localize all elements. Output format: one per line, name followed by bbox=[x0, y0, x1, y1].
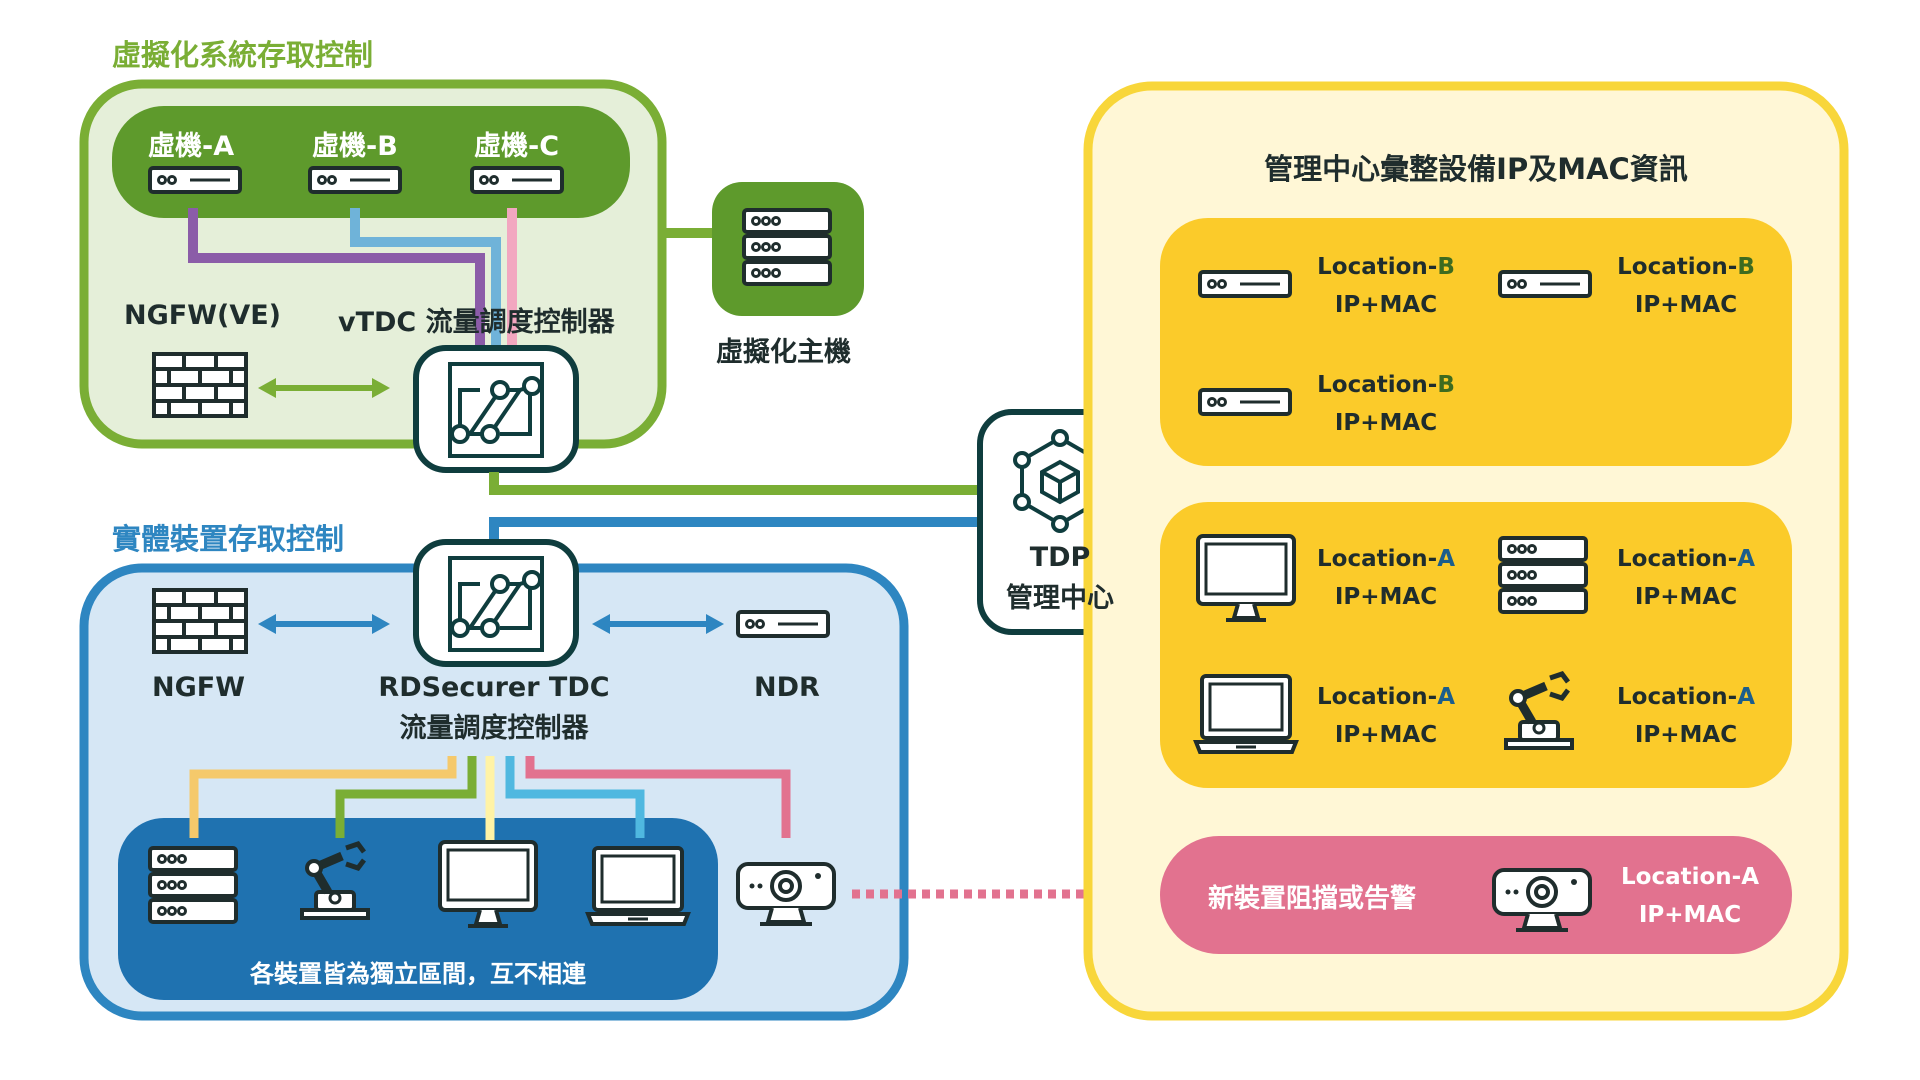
tdp-title: TDP bbox=[1029, 542, 1091, 573]
tdc-label-line2: 流量調度控制器 bbox=[399, 713, 589, 744]
location-a-card-3: Location-A IP+MAC bbox=[1316, 684, 1456, 748]
virtualization-host-label: 虛擬化主機 bbox=[716, 337, 851, 368]
ngfw-ve-firewall-icon bbox=[152, 352, 248, 418]
ndr-label: NDR bbox=[754, 672, 820, 703]
tdc-ndr-arrow bbox=[592, 614, 724, 634]
location-b-card-3: Location-B IP+MAC bbox=[1317, 372, 1455, 436]
vm-a-traffic-line bbox=[188, 208, 485, 352]
new-device-alert-label: 新裝置阻擋或告警 bbox=[1208, 884, 1417, 914]
new-device-location: Location-A IP+MAC bbox=[1620, 864, 1759, 928]
vm-c-label: 虛機-C bbox=[474, 131, 560, 162]
isolated-server-rack-icon bbox=[148, 846, 238, 924]
server-link-line bbox=[189, 756, 457, 838]
vm-a-label: 虛機-A bbox=[148, 131, 235, 162]
laptop-link-line bbox=[505, 756, 645, 838]
vm-c-device-icon bbox=[470, 166, 564, 194]
isolation-note: 各裝置皆為獨立區間，互不相連 bbox=[250, 960, 586, 988]
vm-b-label: 虛機-B bbox=[312, 131, 398, 162]
location-b-card-1: Location-B IP+MAC bbox=[1317, 254, 1455, 318]
vm-b-traffic-line bbox=[350, 208, 501, 352]
vm-b-device-icon bbox=[308, 166, 402, 194]
location-a-card-1: Location-A IP+MAC bbox=[1316, 546, 1456, 610]
camera-link-line bbox=[525, 756, 791, 838]
location-b-device-3-icon bbox=[1198, 388, 1292, 416]
virtual-section-title: 虛擬化系統存取控制 bbox=[112, 38, 374, 72]
location-b-card-2: Location-B IP+MAC bbox=[1617, 254, 1755, 318]
vtdc-label: vTDC 流量調度控制器 bbox=[338, 307, 615, 338]
virtualization-host-rack-icon bbox=[742, 208, 832, 286]
location-a-server-rack-icon bbox=[1498, 536, 1588, 614]
robot-link-line bbox=[335, 756, 477, 838]
location-b-device-1-icon bbox=[1198, 270, 1292, 298]
ngfw-label: NGFW bbox=[152, 672, 245, 703]
tdc-to-tdp-line bbox=[489, 517, 980, 544]
location-a-laptop-icon bbox=[1194, 674, 1298, 754]
physical-section-title: 實體裝置存取控制 bbox=[112, 522, 345, 556]
ndr-device-icon bbox=[736, 610, 830, 638]
vm-a-device-icon bbox=[148, 166, 242, 194]
ngfw-tdc-arrow bbox=[258, 614, 390, 634]
ngfw-ve-label: NGFW(VE) bbox=[124, 300, 282, 331]
vtdc-to-tdp-line bbox=[489, 472, 980, 495]
management-title: 管理中心彙整設備IP及MAC資訊 bbox=[1264, 152, 1688, 186]
location-a-card-2: Location-A IP+MAC bbox=[1616, 546, 1756, 610]
tdc-label-line1: RDSecurer TDC bbox=[378, 672, 610, 703]
ngfw-ve-vtdc-arrow bbox=[258, 378, 390, 398]
location-b-device-2-icon bbox=[1498, 270, 1592, 298]
ngfw-firewall-icon bbox=[152, 588, 248, 654]
isolated-laptop-icon bbox=[586, 846, 690, 926]
tdp-subtitle: 管理中心 bbox=[1006, 583, 1114, 614]
location-a-card-4: Location-A IP+MAC bbox=[1616, 684, 1756, 748]
